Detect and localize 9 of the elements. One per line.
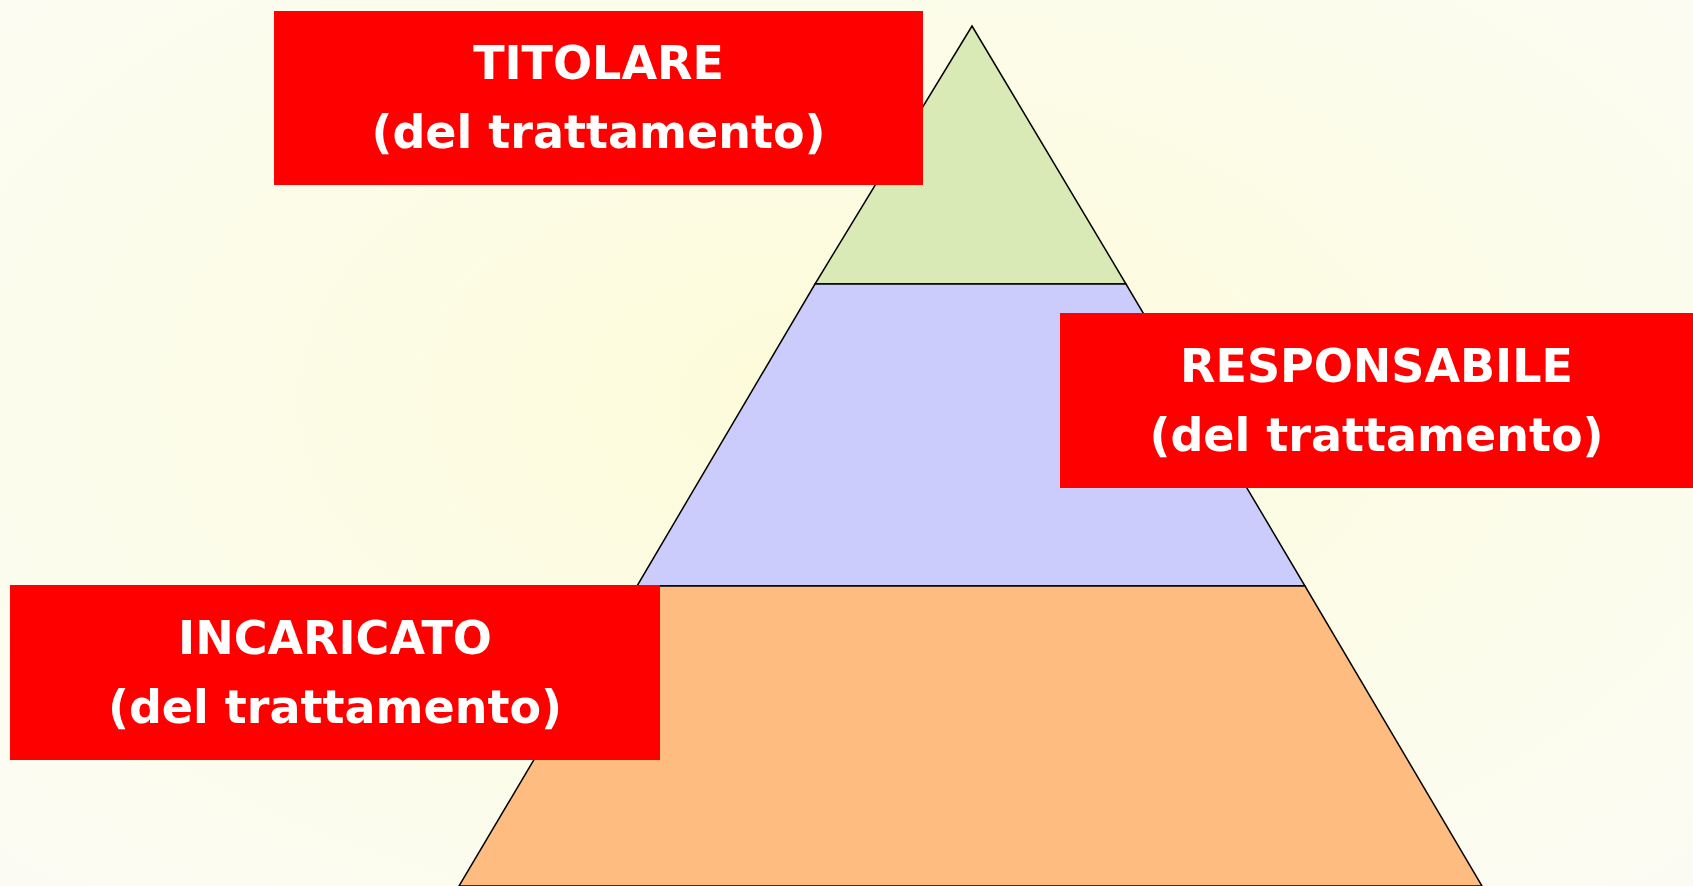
role-subtitle: (del trattamento) bbox=[371, 104, 826, 161]
role-heading: INCARICATO bbox=[178, 609, 492, 667]
role-heading: TITOLARE bbox=[473, 35, 724, 92]
role-subtitle: (del trattamento) bbox=[1149, 406, 1604, 464]
label-banner bbox=[274, 11, 923, 185]
role-subtitle: (del trattamento) bbox=[107, 678, 563, 736]
role-heading: RESPONSABILE bbox=[1180, 337, 1573, 395]
label-banner bbox=[10, 585, 660, 760]
label-banner bbox=[1060, 313, 1693, 488]
